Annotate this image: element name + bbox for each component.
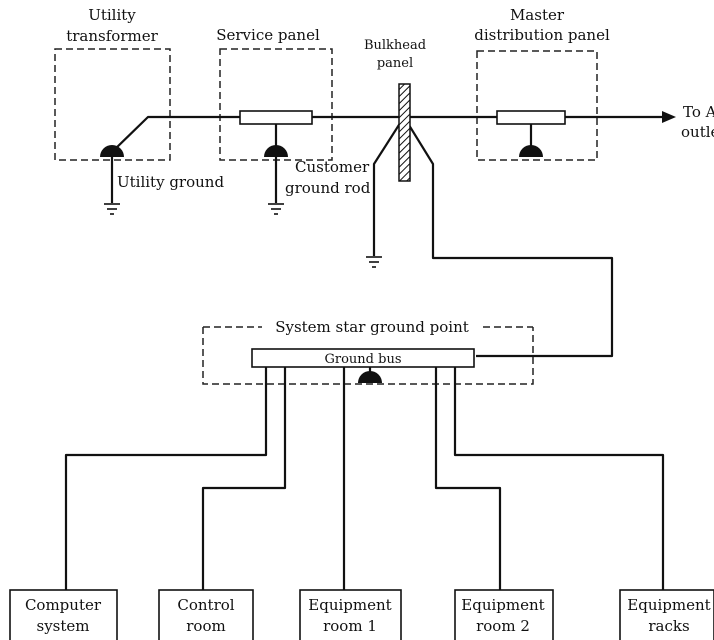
ground-bus xyxy=(251,348,475,368)
system-star-ground-point-label: System star ground point xyxy=(275,318,469,336)
service-panel-bus xyxy=(239,110,313,125)
computer-system-box xyxy=(9,589,118,640)
utility-earth-ground-icon xyxy=(104,203,120,215)
control-room-box xyxy=(158,589,254,640)
equipment-room-2-box xyxy=(454,589,554,640)
computer-system-wire xyxy=(64,367,268,590)
control-room-label-line1: Control xyxy=(177,596,234,614)
to-ac-outlets-label-line2: outlets xyxy=(681,123,714,141)
equipment-racks-label-line2: racks xyxy=(648,617,689,635)
system-star-ground-box xyxy=(202,327,534,385)
bulkhead-to-star-ground-wire xyxy=(403,116,614,358)
customer-ground-lug-icon xyxy=(264,145,288,157)
utility-ground-label: Utility ground xyxy=(117,173,224,191)
customer-ground-rod-label-line2: ground rod xyxy=(285,179,371,197)
customer-ground-rod-label-line1: Customer xyxy=(295,158,370,176)
bulkhead-panel xyxy=(398,83,411,182)
master-panel-ground-lug-icon xyxy=(519,145,543,157)
bulkhead-earth-ground-icon xyxy=(366,256,382,268)
computer-system-label-line1: Computer xyxy=(25,596,102,614)
control-room-wire xyxy=(201,367,287,590)
utility-transformer-label-line2: transformer xyxy=(66,27,158,45)
bulkhead-panel-label-line2: panel xyxy=(377,56,413,71)
ground-bus-label: Ground bus xyxy=(325,352,402,367)
equipment-room-2-label-line1: Equipment xyxy=(461,596,544,614)
service-panel-label: Service panel xyxy=(216,26,320,44)
utility-transformer-label-line1: Utility xyxy=(88,6,136,24)
master-panel-bus xyxy=(496,110,566,125)
equipment-racks-label-line1: Equipment xyxy=(627,596,710,614)
master-distribution-panel-label-line1: Master xyxy=(510,6,565,24)
equipment-room-2-wire xyxy=(434,367,502,590)
star-ground-lug-icon xyxy=(358,371,382,383)
equipment-racks-box xyxy=(619,589,714,640)
utility-ground-lug-icon xyxy=(100,145,124,157)
master-distribution-panel-box xyxy=(476,50,598,161)
equipment-room-1-box xyxy=(299,589,402,640)
customer-earth-ground-icon xyxy=(268,203,284,215)
bulkhead-left-ground-wire xyxy=(372,116,405,256)
equipment-room-2-label-line2: room 2 xyxy=(476,617,530,635)
equipment-room-1-label-line1: Equipment xyxy=(308,596,391,614)
to-ac-outlets-label-line1: To AC xyxy=(683,103,714,121)
bulkhead-panel-label-line1: Bulkhead xyxy=(364,38,426,53)
control-room-label-line2: room xyxy=(186,617,225,635)
equipment-room-1-label-line2: room 1 xyxy=(323,617,377,635)
arrow-right-icon xyxy=(662,111,676,123)
equipment-racks-wire xyxy=(453,367,665,590)
transformer-feed-wire xyxy=(111,115,240,153)
master-distribution-panel-label-line2: distribution panel xyxy=(474,26,610,44)
utility-transformer-box xyxy=(54,48,171,161)
computer-system-label-line2: system xyxy=(37,617,90,635)
